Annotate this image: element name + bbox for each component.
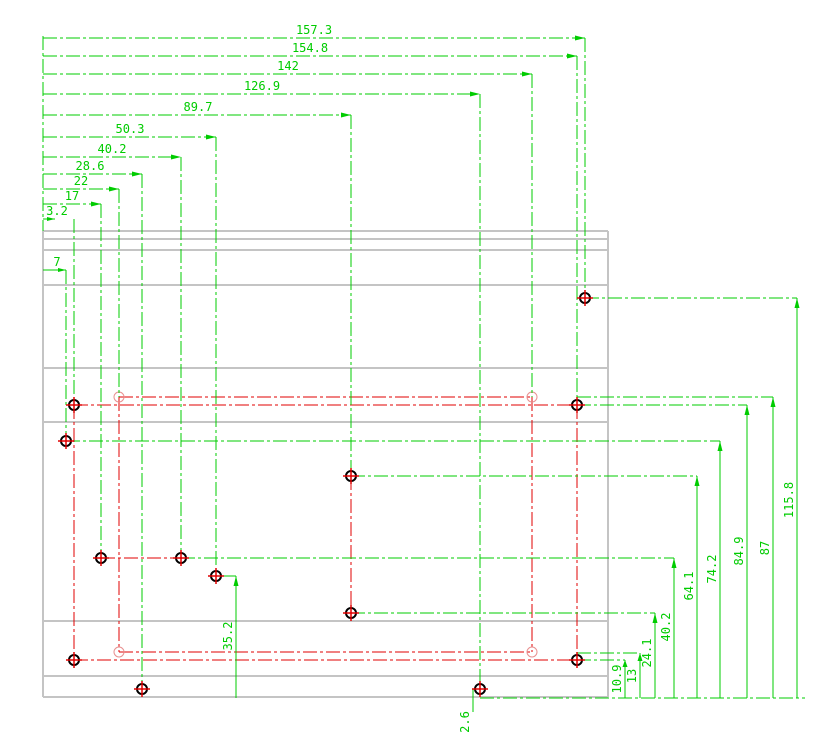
dimension-arrows: [47, 35, 800, 667]
dim-label-40-2-v: 40.2: [659, 613, 673, 642]
dim-label-115-8: 115.8: [782, 482, 796, 518]
dim-label-142: 142: [277, 59, 299, 73]
hole-marker: [577, 290, 593, 306]
dim-label-50-3: 50.3: [116, 122, 145, 136]
dim-label-7: 7: [53, 255, 60, 269]
dim-label-89-7: 89.7: [184, 100, 213, 114]
dim-label-28-6: 28.6: [76, 159, 105, 173]
dim-label-40-2: 40.2: [98, 142, 127, 156]
dim-label-10-9: 10.9: [610, 665, 624, 694]
dim-label-17: 17: [65, 189, 79, 203]
dim-label-64-1: 64.1: [682, 572, 696, 601]
dimension-lines: [42, 36, 805, 712]
dim-label-84-9: 84.9: [732, 537, 746, 566]
dim-label-154-8: 154.8: [292, 41, 328, 55]
hole-marker: [343, 468, 359, 484]
reference-circles: [113, 391, 538, 658]
mounting-holes: [58, 290, 593, 697]
hole-marker: [472, 681, 488, 697]
dim-label-24-1: 24.1: [640, 639, 654, 668]
dim-label-3-2: 3.2: [46, 204, 68, 218]
hole-marker: [58, 433, 74, 449]
hole-marker: [173, 550, 189, 566]
hole-marker: [569, 652, 585, 668]
hole-centerlines: [73, 396, 578, 661]
hole-marker: [208, 568, 224, 584]
dim-label-126-9: 126.9: [244, 79, 280, 93]
plate-outline: [42, 230, 609, 698]
dim-label-74-2: 74.2: [705, 555, 719, 584]
hole-marker: [66, 397, 82, 413]
dim-label-22: 22: [74, 174, 88, 188]
dim-label-35-2: 35.2: [221, 622, 235, 651]
dim-label-157-3: 157.3: [296, 23, 332, 37]
hole-marker: [134, 681, 150, 697]
dim-label-2-6: 2.6: [458, 711, 472, 733]
reference-circle: [113, 646, 125, 658]
hole-marker: [93, 550, 109, 566]
hole-marker: [569, 397, 585, 413]
dim-label-87: 87: [758, 541, 772, 555]
reference-circle: [526, 646, 538, 658]
hole-marker: [66, 652, 82, 668]
hole-marker: [343, 605, 359, 621]
dim-label-13: 13: [625, 669, 639, 683]
